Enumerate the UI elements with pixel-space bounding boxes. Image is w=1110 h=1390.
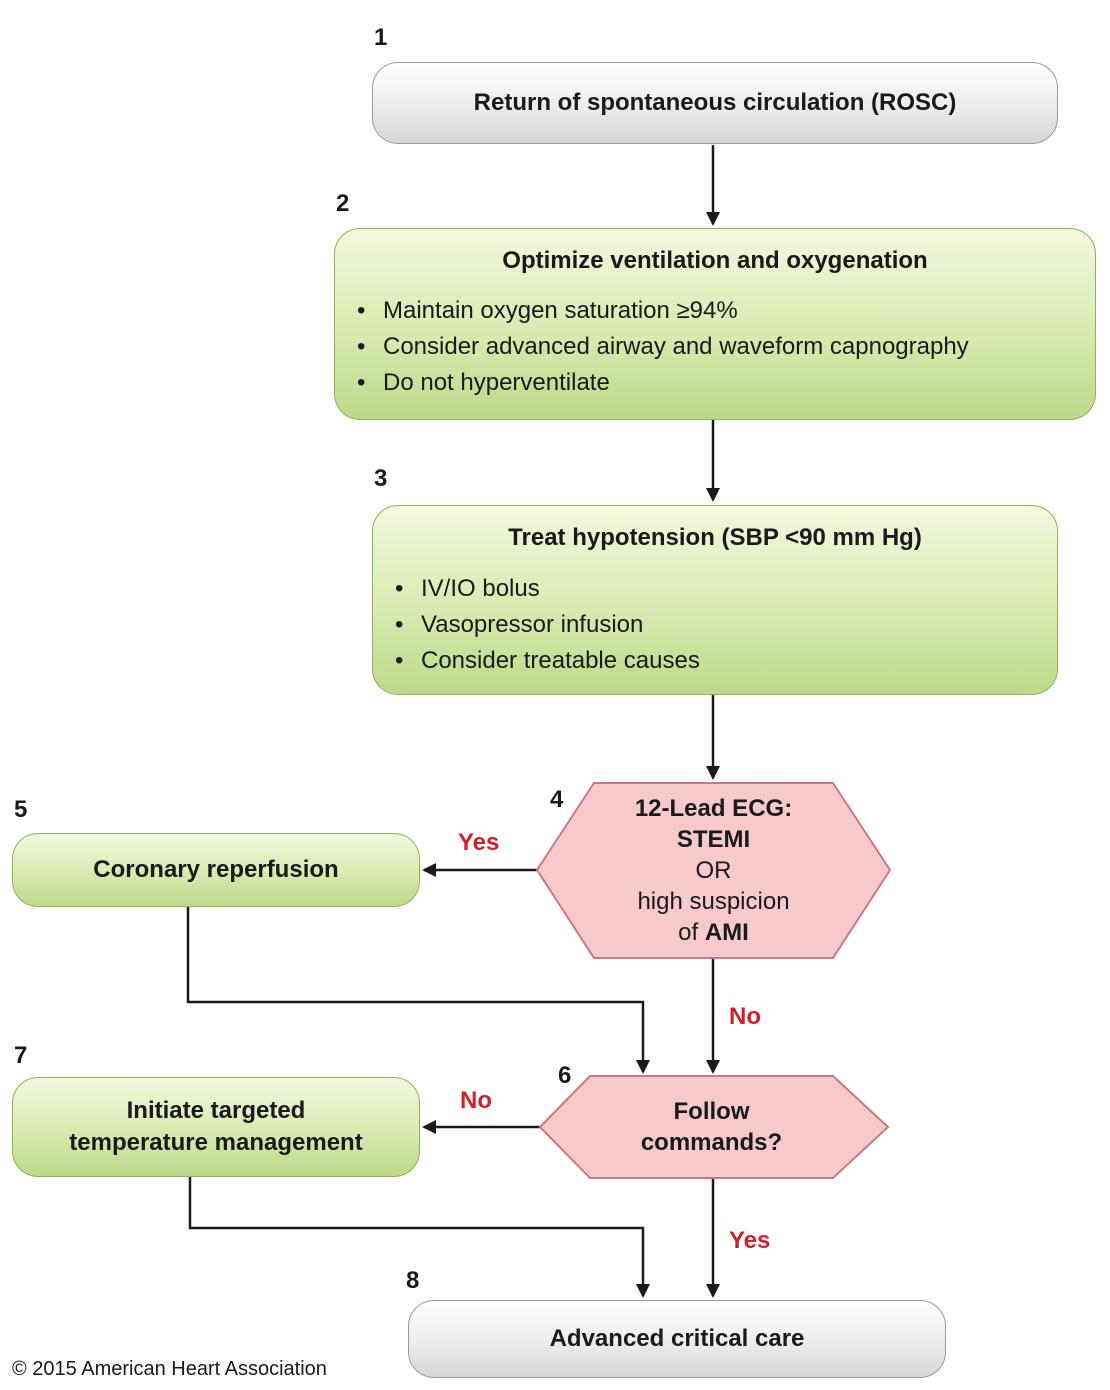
step-1-title: Return of spontaneous circulation (ROSC) — [473, 89, 957, 116]
step-3-bullets: IV/IO bolus Vasopressor infusion Conside… — [395, 571, 700, 679]
step-5-title: Coronary reperfusion — [93, 856, 339, 883]
no-label-ecg: No — [729, 1003, 761, 1030]
step-8-box: Advanced critical care — [408, 1300, 946, 1378]
decision-4-line-3: OR — [695, 857, 732, 884]
step-2-box: Optimize ventilation and oxygenation Mai… — [334, 228, 1096, 420]
arrow-7-to-8 — [188, 1177, 650, 1298]
step-7-line-1: Initiate targeted — [126, 1097, 306, 1124]
step-4-number: 4 — [550, 786, 564, 813]
decision-4-line-5: of AMI — [594, 917, 833, 948]
step-2-number: 2 — [336, 190, 350, 217]
decision-4-line-1: 12-Lead ECG: — [634, 795, 793, 822]
yes-label-commands: Yes — [729, 1227, 771, 1254]
decision-6-text: Follow commands? — [590, 1096, 833, 1158]
copyright-notice: © 2015 American Heart Association — [12, 1358, 327, 1380]
decision-6-line-1: Follow — [673, 1098, 750, 1125]
decision-4-text: 12-Lead ECG: STEMI OR high suspicion of … — [594, 793, 833, 948]
step-2-bullet: Consider advanced airway and waveform ca… — [357, 329, 969, 365]
decision-4-shape — [535, 782, 892, 959]
step-3-number: 3 — [374, 465, 388, 492]
arrow-5-to-6 — [186, 907, 650, 1074]
step-2-bullets: Maintain oxygen saturation ≥94% Consider… — [357, 293, 969, 401]
step-3-bullet: Vasopressor infusion — [395, 607, 700, 643]
decision-6-line-2: commands? — [640, 1129, 783, 1156]
step-3-title: Treat hypotension (SBP <90 mm Hg) — [508, 524, 922, 551]
step-7-number: 7 — [14, 1042, 28, 1069]
step-8-number: 8 — [406, 1267, 420, 1294]
step-2-bullet: Do not hyperventilate — [357, 365, 969, 401]
step-3-bullet: IV/IO bolus — [395, 571, 700, 607]
step-1-number: 1 — [374, 24, 388, 51]
decision-4-line-5-bold: AMI — [704, 919, 749, 946]
decision-6-shape — [538, 1075, 890, 1179]
no-label-commands: No — [460, 1087, 492, 1114]
step-3-bullet: Consider treatable causes — [395, 643, 700, 679]
step-7-line-2: temperature management — [69, 1129, 363, 1156]
step-1-box: Return of spontaneous circulation (ROSC) — [372, 62, 1058, 144]
step-5-number: 5 — [14, 796, 28, 823]
step-2-bullet: Maintain oxygen saturation ≥94% — [357, 293, 969, 329]
step-3-box: Treat hypotension (SBP <90 mm Hg) IV/IO … — [372, 505, 1058, 695]
step-7-box: Initiate targeted temperature management — [12, 1077, 420, 1177]
step-6-number: 6 — [558, 1062, 572, 1089]
yes-label-reperfusion: Yes — [458, 829, 500, 856]
step-8-title: Advanced critical care — [549, 1325, 805, 1352]
decision-4-line-4: high suspicion — [637, 888, 790, 915]
step-5-box: Coronary reperfusion — [12, 833, 420, 907]
step-2-title: Optimize ventilation and oxygenation — [502, 247, 928, 274]
decision-4-line-5-prefix: of — [678, 919, 699, 946]
decision-4-line-2: STEMI — [676, 826, 751, 853]
